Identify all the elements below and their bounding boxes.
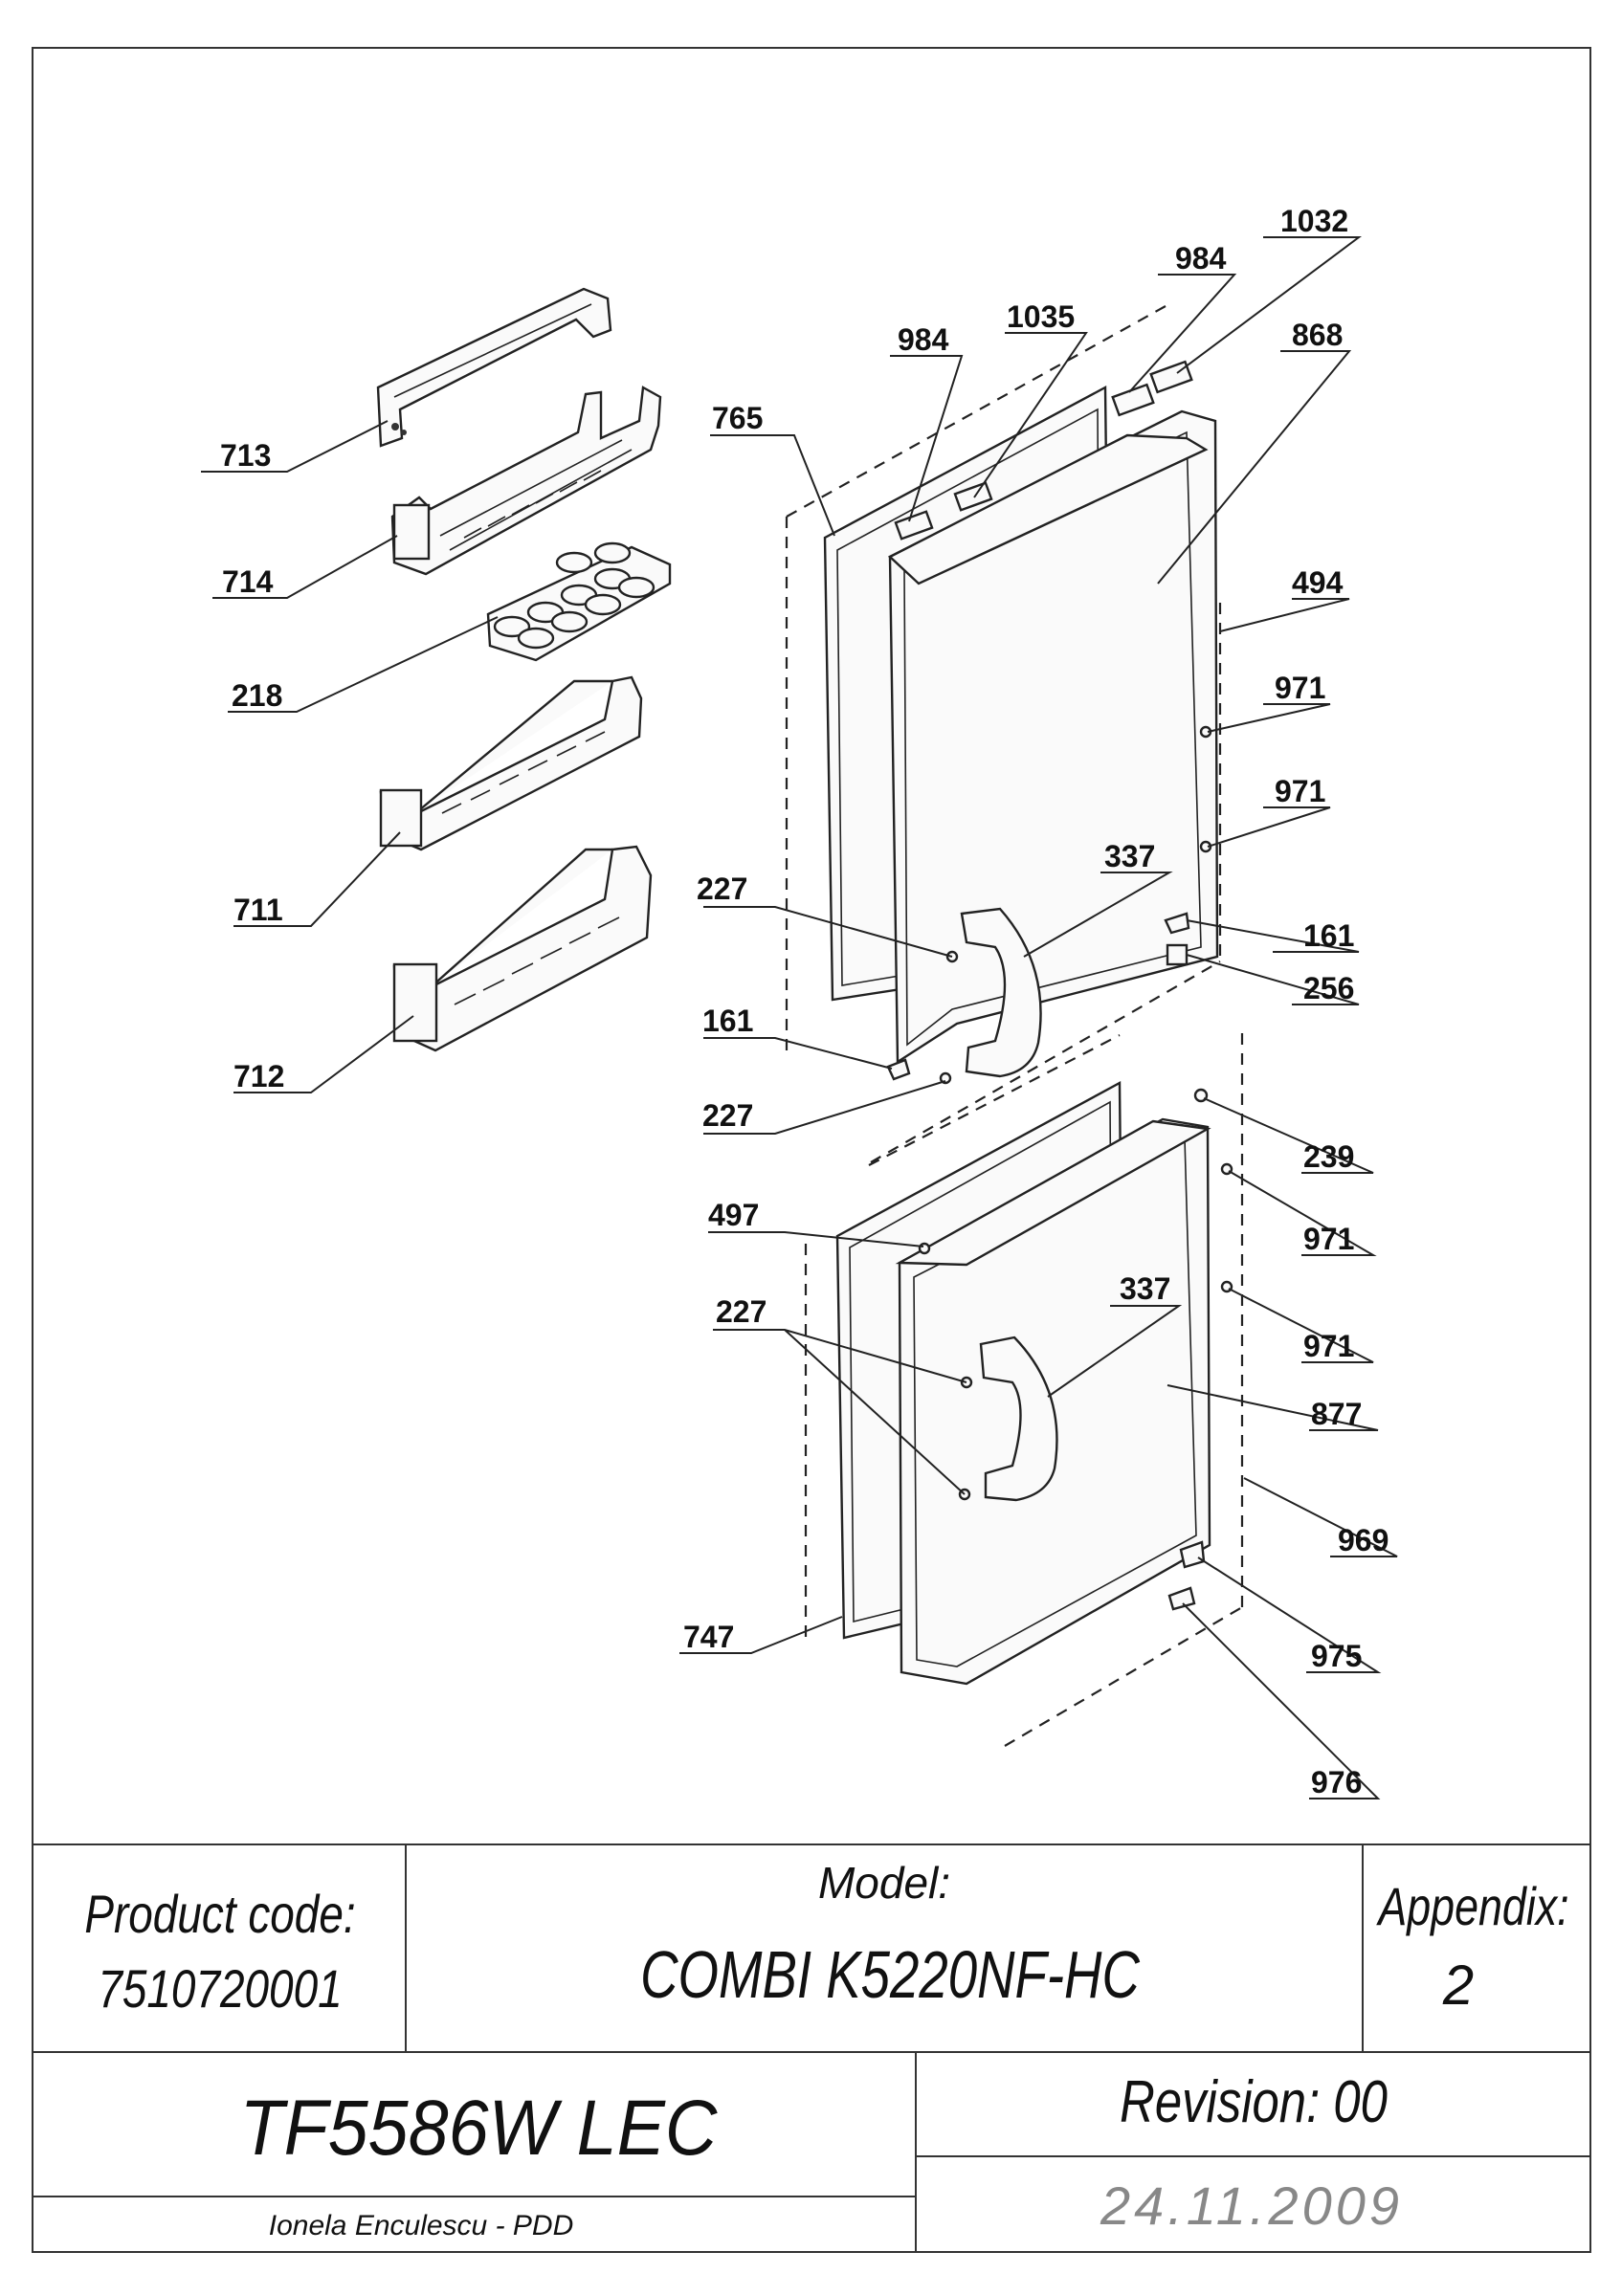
callout-label: 256 [1303, 971, 1354, 1005]
drawing-frame [32, 47, 1591, 2253]
upper-door-assembly [785, 305, 1222, 1163]
callout-label: 712 [233, 1059, 284, 1093]
lower-door-assembly [804, 1033, 1244, 1747]
part-713-shelf-cover [376, 287, 612, 448]
part-712-door-balcony-large [392, 845, 653, 1052]
callout-label: 971 [1303, 1222, 1354, 1256]
callout-label: 877 [1311, 1397, 1362, 1431]
callout-label: 868 [1292, 318, 1343, 352]
callout-label: 1032 [1280, 204, 1348, 238]
callout-label: 971 [1275, 774, 1325, 808]
callout-label: 161 [702, 1004, 753, 1038]
title-block: Product code: 7510720001 Model: COMBI K5… [33, 1843, 1590, 2252]
appendix-label: Appendix: [1376, 1876, 1569, 1936]
callout-label: 218 [232, 678, 282, 713]
callout-label: 161 [1303, 918, 1354, 953]
callout-label: 971 [1275, 671, 1325, 705]
callout-label: 337 [1104, 839, 1155, 873]
model-value: COMBI K5220NF-HC [640, 1938, 1140, 2013]
callout-label: 971 [1303, 1329, 1354, 1363]
callout-label: 337 [1120, 1271, 1170, 1306]
callout-label: 1035 [1007, 299, 1075, 334]
model-label: Model: [818, 1858, 950, 1908]
appendix-value: 2 [1442, 1954, 1474, 2017]
callout-label: 984 [898, 322, 949, 357]
product-code-label: Product code: [84, 1885, 355, 1944]
callout-label: 239 [1303, 1139, 1354, 1174]
drawing-name: TF5586W LEC [240, 2084, 719, 2172]
callout-labels: 713 714 218 711 712 765 984 1035 984 103… [220, 204, 1389, 1799]
leader-lines [201, 236, 1398, 1799]
callout-label: 494 [1292, 565, 1344, 600]
part-714-door-shelf [390, 386, 662, 576]
callout-label: 713 [220, 438, 271, 473]
callout-label: 747 [683, 1620, 734, 1654]
callout-label: 969 [1338, 1523, 1389, 1557]
part-218-egg-tray [486, 541, 672, 662]
callout-label: 711 [233, 893, 283, 927]
part-711-door-balcony [379, 675, 643, 851]
callout-label: 984 [1175, 241, 1227, 276]
author: Ionela Enculescu - PDD [269, 2210, 574, 2241]
callout-label: 227 [716, 1294, 767, 1329]
revision-date: 24.11.2009 [1100, 2175, 1403, 2236]
revision: Revision: 00 [1120, 2069, 1388, 2135]
callout-label: 975 [1311, 1639, 1362, 1673]
callout-label: 497 [708, 1198, 759, 1232]
product-code-value: 7510720001 [98, 1959, 342, 2019]
callout-label: 976 [1311, 1765, 1362, 1799]
callout-label: 714 [222, 564, 274, 599]
callout-label: 227 [697, 872, 747, 906]
callout-label: 765 [712, 401, 763, 435]
callout-label: 227 [702, 1098, 753, 1133]
